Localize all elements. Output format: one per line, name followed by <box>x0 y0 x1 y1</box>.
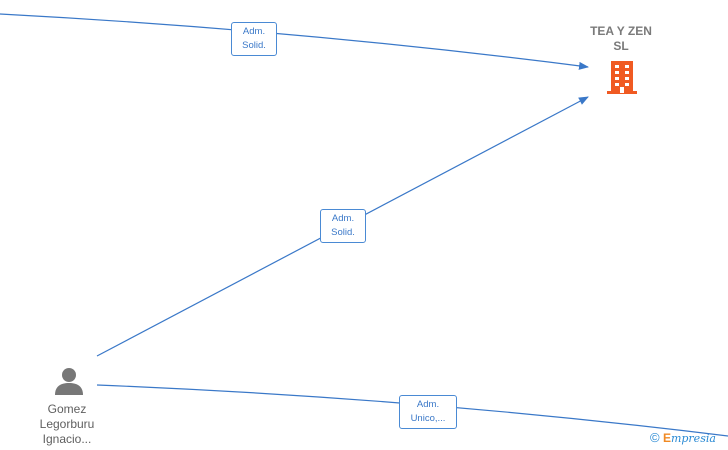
edge-label-line: Unico,... <box>410 413 446 424</box>
edge-top-to-company <box>0 13 589 70</box>
person-name-line: Legorburu <box>39 417 95 431</box>
edge-label-line: Solid. <box>331 227 355 238</box>
empresia-logo-initial: E <box>662 431 671 445</box>
person-name[interactable]: Gomez Legorburu Ignacio... <box>22 402 112 447</box>
edge-label-line: Solid. <box>242 40 266 51</box>
edge-label-line: Adm. <box>416 399 440 410</box>
person-name-line: Gomez <box>47 402 87 416</box>
edge-label-adm-solid-middle[interactable]: Adm. Solid. <box>320 209 366 243</box>
edge-label-adm-solid-top[interactable]: Adm. Solid. <box>231 22 277 56</box>
copyright-icon: © <box>650 430 660 445</box>
company-name-line: TEA Y ZEN <box>590 24 652 38</box>
edge-label-line: Adm. <box>242 26 266 37</box>
building-icon[interactable] <box>606 60 638 94</box>
person-name-line: Ignacio... <box>42 432 92 446</box>
edge-label-line: Adm. <box>331 213 355 224</box>
company-name-line: SL <box>613 39 629 53</box>
empresia-watermark: © Empresia <box>650 430 716 445</box>
empresia-logo-text: mpresia <box>670 432 716 445</box>
company-name[interactable]: TEA Y ZEN SL <box>576 24 666 54</box>
edge-label-adm-unico[interactable]: Adm. Unico,... <box>399 395 457 429</box>
person-icon[interactable] <box>54 366 84 396</box>
